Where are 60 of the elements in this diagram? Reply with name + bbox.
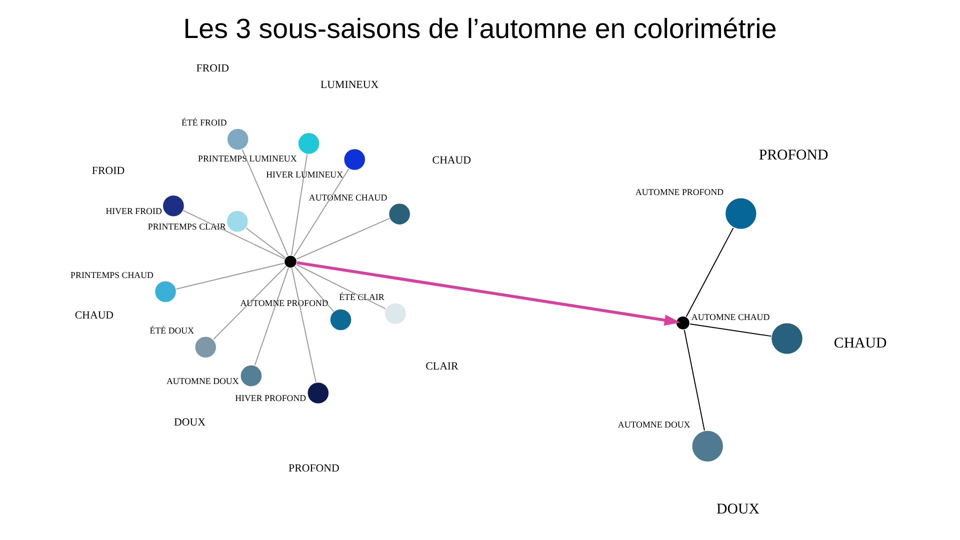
node-circle	[240, 364, 263, 388]
label: CHAUD	[74, 309, 114, 322]
node-label: ÉTÉ CLAIR	[339, 292, 384, 302]
label: CHAUD	[834, 336, 887, 352]
node-label: HIVER LUMINEUX	[266, 170, 344, 180]
node-circle	[162, 194, 185, 218]
label: CHAUD	[432, 154, 472, 167]
node-label: PRINTEMPS CLAIR	[148, 221, 226, 232]
label: LUMINEUX	[320, 78, 379, 91]
arrow	[296, 261, 680, 326]
label: FROID	[196, 62, 229, 74]
node-label: HIVER PROFOND	[235, 393, 306, 404]
node-label: AUTOMNE CHAUD	[308, 192, 388, 202]
label: PROFOND	[288, 462, 340, 474]
node-label: AUTOMNE PROFOND	[635, 186, 724, 197]
node-circle	[388, 202, 411, 226]
connector	[690, 324, 772, 337]
node-label: PRINTEMPS CHAUD	[70, 270, 154, 280]
node-label: ÉTÉ FROID	[182, 118, 227, 128]
label: FROID	[92, 165, 125, 178]
node-circle	[329, 308, 352, 332]
connector	[296, 264, 386, 310]
node-circle	[676, 316, 690, 330]
connector	[242, 149, 288, 256]
connector	[686, 227, 734, 318]
node-label: AUTOMNE DOUX	[166, 376, 239, 386]
node-circle	[343, 148, 366, 171]
connector	[182, 210, 286, 260]
label: DOUX	[174, 416, 206, 429]
node-circle	[306, 382, 330, 404]
node-circle	[194, 336, 217, 359]
connector	[246, 228, 286, 258]
node-label: PRINTEMPS LUMINEUX	[198, 153, 297, 164]
node-circle	[384, 302, 407, 326]
connector	[213, 266, 286, 340]
node-label: AUTOMNE PROFOND	[240, 298, 328, 308]
diagram-title: Les 3 sous-saisons de l’automne en colorimétrie	[183, 13, 777, 44]
node-label: AUTOMNE CHAUD	[691, 312, 770, 322]
node-circle	[226, 128, 250, 151]
label: DOUX	[716, 502, 760, 518]
node-circle	[297, 132, 320, 155]
connector	[291, 154, 308, 256]
label: PROFOND	[758, 148, 828, 164]
node-circle	[226, 210, 249, 233]
node-circle	[724, 197, 758, 230]
node-circle	[770, 322, 804, 355]
node-label: AUTOMNE DOUX	[618, 420, 690, 430]
connector	[176, 262, 285, 290]
connector	[684, 329, 705, 431]
node-label: HIVER FROID	[106, 206, 162, 216]
node-label: ÉTÉ DOUX	[150, 326, 194, 336]
node-circle	[691, 430, 724, 463]
connector	[296, 218, 390, 260]
node-circle	[284, 254, 298, 269]
connector	[293, 168, 350, 257]
label: CLAIR	[426, 360, 458, 373]
node-circle	[154, 280, 177, 304]
connector	[294, 266, 334, 312]
connector	[254, 267, 289, 366]
connector	[291, 268, 316, 383]
